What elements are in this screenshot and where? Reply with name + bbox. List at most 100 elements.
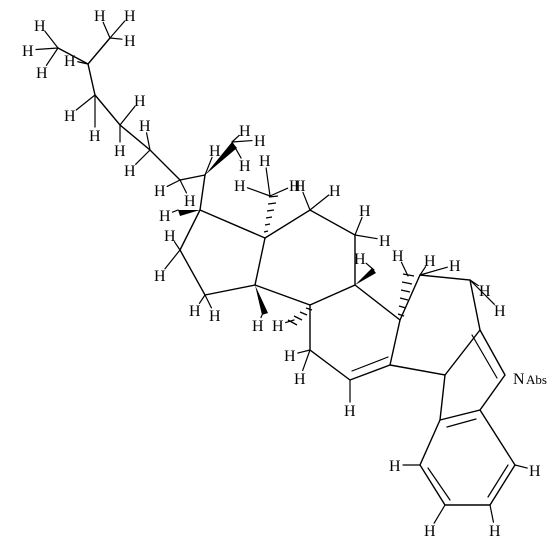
h-bond bbox=[400, 261, 409, 277]
h-bond bbox=[419, 266, 448, 276]
hydrogen-atom-label: H bbox=[239, 158, 251, 175]
h-bond bbox=[35, 47, 59, 51]
n-label-bg bbox=[512, 368, 526, 388]
h-bond bbox=[145, 132, 151, 151]
h-bond bbox=[285, 319, 295, 324]
hydrogen-atom-label: H bbox=[344, 403, 356, 420]
h-bond bbox=[365, 262, 375, 271]
h-bond bbox=[44, 30, 59, 49]
h-bond bbox=[164, 249, 181, 270]
hydrogen-atom-label: H bbox=[379, 233, 391, 250]
hydrogen-atom-label: H bbox=[139, 118, 151, 135]
h-bond bbox=[260, 314, 263, 319]
h-bond bbox=[102, 21, 111, 39]
hydrogen-atom-label: H bbox=[209, 308, 221, 325]
h-bond bbox=[231, 134, 240, 143]
c9-h-wedge bbox=[355, 268, 376, 285]
h-bond bbox=[173, 241, 181, 251]
h-bond bbox=[265, 167, 271, 197]
hydrogen-atom-label: H bbox=[184, 193, 196, 210]
hydrogen-atom-label: H bbox=[34, 18, 46, 35]
stereo-wedges bbox=[178, 142, 376, 315]
hydrogen-atom-label: H bbox=[36, 65, 48, 82]
h-bond bbox=[354, 234, 378, 240]
abs-stereo-label: Abs bbox=[526, 372, 547, 387]
h-bond bbox=[204, 294, 213, 309]
h-bond bbox=[45, 47, 59, 66]
h-bond bbox=[109, 20, 126, 39]
hydrogen-atom-label: H bbox=[294, 371, 306, 388]
nitrogen-atom-label: N bbox=[513, 371, 525, 388]
hydrogen-atom-label: H bbox=[124, 163, 136, 180]
hydrogen-atom-label: H bbox=[209, 143, 221, 160]
hydrogen-atom-label: H bbox=[294, 178, 306, 195]
h-bond bbox=[433, 504, 446, 524]
hydrogen-atom-label: H bbox=[489, 523, 501, 540]
c20-methyl-wedge bbox=[205, 142, 237, 175]
hydrogen-atom-label: H bbox=[134, 93, 146, 110]
hydrogen-atom-label: H bbox=[529, 463, 541, 480]
h-bond bbox=[269, 187, 289, 197]
h-bond bbox=[75, 94, 96, 111]
h-bond bbox=[204, 156, 213, 176]
hydrogen-atom-label: H bbox=[114, 143, 126, 160]
h-bond bbox=[302, 349, 311, 372]
hydrogen-atom-label: H bbox=[89, 128, 101, 145]
h-bond bbox=[297, 349, 311, 354]
c14-h-wedge bbox=[255, 285, 268, 315]
h-bond bbox=[489, 504, 495, 523]
h-bond bbox=[166, 179, 181, 188]
hydrogen-atom-label: H bbox=[154, 183, 166, 200]
h-bond bbox=[77, 61, 89, 65]
h-bond bbox=[354, 216, 363, 236]
skeleton-bonds bbox=[57, 37, 516, 506]
hydrogen-atom-label: H bbox=[124, 8, 136, 25]
h-bond bbox=[419, 266, 427, 276]
h-bond bbox=[179, 179, 188, 194]
hydrogen-atom-label: H bbox=[22, 43, 34, 60]
hydrogen-atom-label: H bbox=[479, 283, 491, 300]
h-bond bbox=[231, 141, 242, 159]
h-bond bbox=[135, 149, 151, 165]
c17-h-wedge bbox=[178, 210, 200, 216]
hydrogen-atom-label: H bbox=[289, 178, 301, 195]
h-bond bbox=[514, 464, 528, 469]
hydrogen-atom-label: H bbox=[239, 123, 251, 140]
hydrogen-atom-label: H bbox=[254, 133, 266, 150]
hydrogen-atom-label: H bbox=[359, 203, 371, 220]
hydrogen-bonds bbox=[35, 20, 528, 524]
hydrogen-atom-label: H bbox=[392, 248, 404, 265]
hydrogen-atom-label: H bbox=[424, 253, 436, 270]
hydrogen-atom-label: H bbox=[94, 8, 106, 25]
h-bond bbox=[231, 139, 253, 143]
h-bond bbox=[109, 37, 123, 40]
h-bond bbox=[246, 187, 271, 197]
h-bond bbox=[309, 194, 330, 211]
h-bond bbox=[302, 191, 311, 211]
hydrogen-atom-label: H bbox=[164, 228, 176, 245]
h-bond bbox=[198, 294, 206, 304]
hydrogen-atom-label: H bbox=[124, 33, 136, 50]
hydrogen-atom-label: H bbox=[159, 208, 171, 225]
h-bond bbox=[469, 279, 495, 305]
hydrogen-atom-label: H bbox=[252, 318, 264, 335]
hydrogen-atom-label: H bbox=[234, 178, 246, 195]
hydrogen-atom-label: H bbox=[424, 523, 436, 540]
hydrogen-atom-label: H bbox=[64, 108, 76, 125]
hydrogen-atom-label: H bbox=[259, 153, 271, 170]
hydrogen-atom-label: H bbox=[389, 458, 401, 475]
h-bond bbox=[119, 105, 136, 126]
hydrogen-atom-label: H bbox=[449, 258, 461, 275]
hydrogen-atom-label: H bbox=[494, 303, 506, 320]
hydrogen-atom-label: H bbox=[189, 303, 201, 320]
hydrogen-atom-label: H bbox=[329, 183, 341, 200]
hydrogen-atom-label: H bbox=[272, 318, 284, 335]
hydrogen-atom-label: H bbox=[354, 251, 366, 268]
hydrogen-atom-label: H bbox=[154, 268, 166, 285]
hydrogen-atom-label: H bbox=[64, 53, 76, 70]
h-bond bbox=[171, 209, 179, 213]
hydrogen-atom-label: H bbox=[284, 348, 296, 365]
